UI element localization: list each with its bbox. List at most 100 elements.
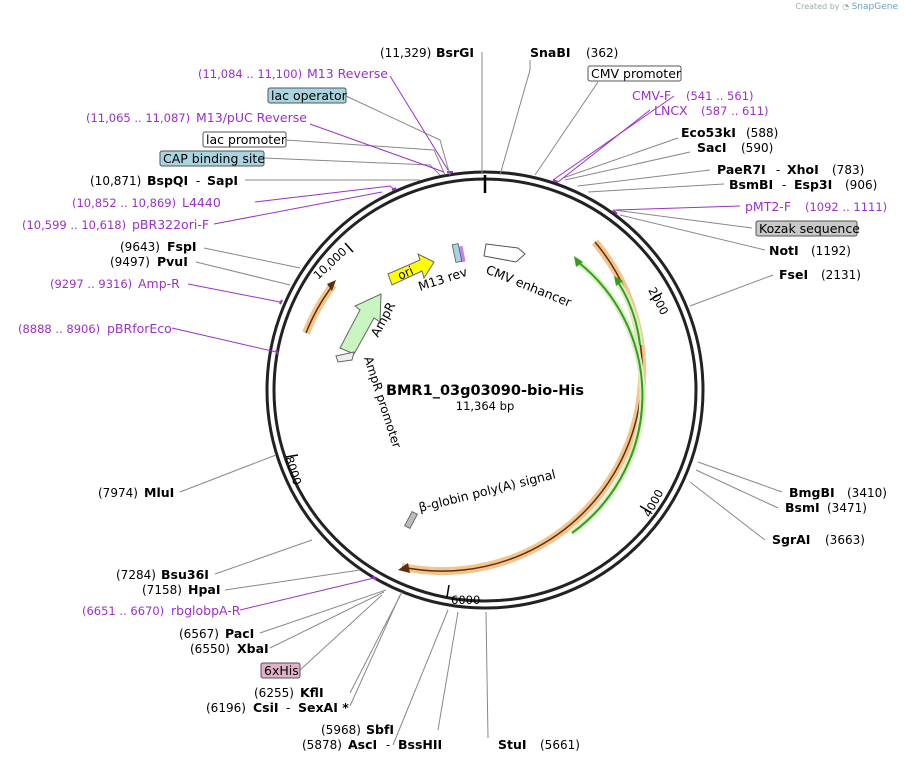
primer-cmvf[interactable]: CMV-F — [632, 88, 671, 103]
primer-pos-ampr: (9297 .. 9316) — [50, 277, 132, 291]
leader-bsmi — [695, 469, 779, 509]
primer-pos-pbrforeco: (8888 .. 8906) — [18, 322, 100, 336]
kozak-label[interactable]: Kozak sequence — [759, 221, 860, 236]
primer-lncx[interactable]: LNCX — [654, 103, 688, 118]
site-saci[interactable]: SacI — [697, 140, 727, 155]
leader-fsei — [689, 274, 774, 307]
primer-pbrforeco[interactable]: pBRforEco — [107, 321, 172, 336]
primer-pbr322[interactable]: pBR322ori-F — [132, 217, 209, 232]
leader-stui — [485, 611, 489, 739]
site-sbfi[interactable]: SbfI — [366, 722, 394, 737]
globin-signal-block — [404, 510, 418, 530]
site-xhoi[interactable]: XhoI — [787, 162, 819, 177]
leader-fspi — [203, 247, 301, 269]
site-bsmbi[interactable]: BsmBI — [729, 177, 773, 192]
site-pos-mlui: (7974) — [98, 486, 138, 500]
leader-eco53ki — [562, 137, 679, 179]
site-paci[interactable]: PacI — [225, 626, 254, 641]
site-fsei[interactable]: FseI — [779, 267, 808, 282]
lac-operator-label[interactable]: lac operator — [271, 88, 348, 103]
site-pos-fspi: (9643) — [120, 240, 160, 254]
site-bsu36i[interactable]: Bsu36I — [161, 567, 209, 582]
cap-site-box — [159, 150, 265, 167]
site-asci[interactable]: AscI — [348, 737, 377, 752]
site-csii[interactable]: CsiI — [253, 700, 279, 715]
primer-pos-lncx: (587 .. 611) — [701, 104, 769, 118]
site-sapi[interactable]: SapI — [207, 173, 238, 188]
green-cds-feature — [570, 256, 646, 536]
primer-marks — [275, 171, 618, 581]
primer-pmt2[interactable]: pMT2-F — [745, 199, 791, 214]
cap-site-label[interactable]: CAP binding site — [163, 151, 265, 166]
leader-pvui — [195, 261, 291, 286]
tick-8000 — [285, 454, 299, 458]
primer-mark-ampr — [279, 299, 283, 305]
site-sep-csii: - — [286, 701, 290, 715]
tick-label-2000: 2000 — [645, 285, 671, 317]
site-hpai[interactable]: HpaI — [188, 582, 221, 597]
primer-m13rev[interactable]: M13 Reverse — [307, 66, 388, 81]
orange-small-arrowhead — [327, 280, 336, 291]
site-bsshii[interactable]: BssHII — [398, 737, 442, 752]
site-bmgbi[interactable]: BmgBI — [789, 485, 835, 500]
site-pos-asci: (5878) — [302, 738, 342, 752]
tick-6000 — [446, 584, 450, 598]
plasmid-name: BMR1_03g03090-bio-His — [386, 383, 584, 399]
primer-rbglob[interactable]: rbglobpA-R — [171, 603, 241, 618]
snapgene-credit: Created by ◔ SnapGene — [796, 2, 899, 12]
site-kfli[interactable]: KflI — [300, 685, 324, 700]
site-sgrai[interactable]: SgrAI — [772, 532, 810, 547]
site-pos-hpai: (7158) — [142, 583, 182, 597]
site-xbai[interactable]: XbaI — [237, 641, 269, 656]
site-pvui[interactable]: PvuI — [157, 254, 188, 269]
primer-ampr[interactable]: Amp-R — [138, 276, 180, 291]
primer-pos-pbr322: (10,599 .. 10,618) — [22, 218, 126, 232]
tick-label-6000: 6000 — [451, 593, 480, 607]
site-bsmi[interactable]: BsmI — [785, 500, 820, 515]
orange-cds-arrowhead — [398, 563, 410, 573]
leader-kfli — [349, 591, 403, 694]
leader-kozak — [613, 209, 753, 229]
lac-promoter-label[interactable]: lac promoter — [206, 132, 287, 147]
tick-2000 — [649, 292, 663, 301]
leader-csii — [349, 594, 401, 707]
site-mlui[interactable]: MluI — [144, 485, 174, 500]
site-stui[interactable]: StuI — [498, 737, 527, 752]
leader-rbglob — [239, 577, 375, 611]
ampr-promoter-label: AmpR promoter — [361, 355, 404, 450]
cmv-promoter-label[interactable]: CMV promoter — [591, 66, 682, 81]
green-cds-arrowhead — [574, 256, 583, 267]
primer-m13puc[interactable]: M13/pUC Reverse — [196, 110, 307, 125]
site-pos-csii: (6196) — [206, 701, 246, 715]
site-pos-bsmbi: (906) — [845, 178, 877, 192]
primer-mark-pbrforeco — [275, 349, 279, 355]
site-pos-noti: (1192) — [811, 244, 851, 258]
his6-label[interactable]: 6xHis — [264, 663, 299, 678]
primer-mark-rbglob — [372, 575, 377, 581]
cmv-enhancer-label: CMV enhancer — [484, 262, 575, 310]
site-paer7i[interactable]: PaeR7I — [717, 162, 766, 177]
site-esp3i[interactable]: Esp3I — [794, 177, 832, 192]
site-sexai[interactable]: SexAI * — [298, 700, 349, 715]
site-bspqi[interactable]: BspQI — [147, 173, 188, 188]
primer-l4440[interactable]: L4440 — [182, 195, 221, 210]
site-bsrgi[interactable]: BsrGI — [436, 45, 474, 60]
site-pos-paci: (6567) — [179, 627, 219, 641]
leader-lines — [179, 52, 783, 746]
site-fspi[interactable]: FspI — [167, 239, 197, 254]
site-snabi[interactable]: SnaBI — [530, 45, 571, 60]
leader-asci — [392, 609, 449, 746]
site-pos-kfli: (6255) — [254, 686, 294, 700]
leader-m13-reverse — [389, 75, 449, 171]
leader-bmgbi — [697, 461, 783, 493]
site-sep-paer7i: - — [776, 163, 780, 177]
leader-bsu36i — [214, 539, 313, 575]
site-noti[interactable]: NotI — [769, 243, 799, 258]
leader-lncx — [557, 109, 651, 183]
site-pos-sbfi: (5968) — [321, 723, 361, 737]
site-pos-bsrgi: (11,329) — [380, 46, 431, 60]
credit-created-by: Created by — [795, 2, 840, 11]
site-eco53ki[interactable]: Eco53kI — [681, 125, 736, 140]
